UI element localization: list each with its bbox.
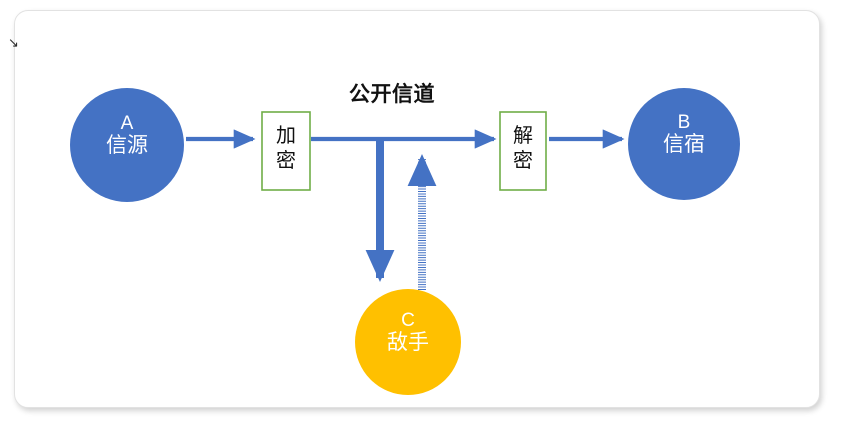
process-box-decrypt [499, 111, 547, 191]
node-sink-b [628, 88, 740, 200]
cursor-artifact: ↘ [8, 36, 19, 51]
process-box-encrypt [261, 111, 311, 191]
node-adversary-c [355, 289, 461, 395]
channel-title: 公开信道 [349, 83, 435, 106]
node-source-a [70, 88, 184, 202]
